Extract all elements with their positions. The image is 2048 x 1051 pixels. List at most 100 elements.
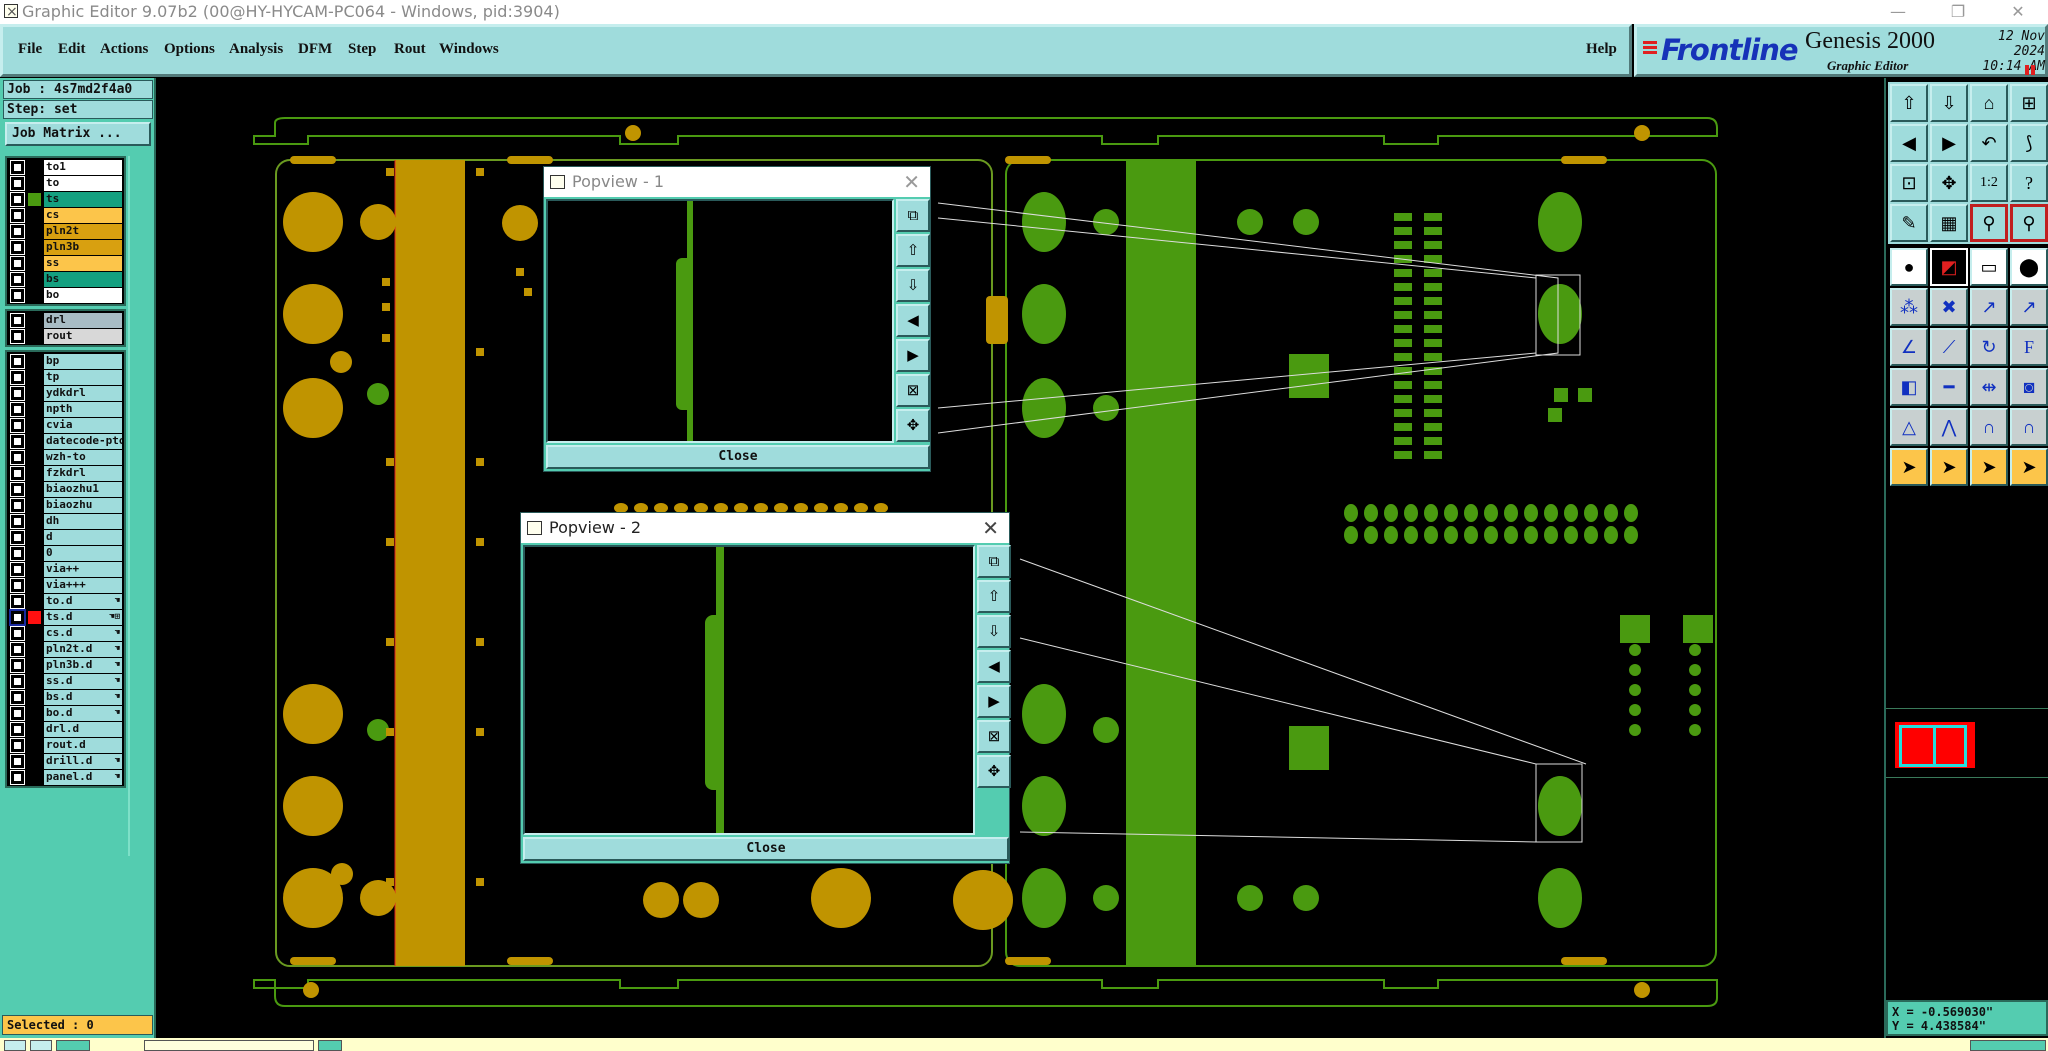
layer-display-swatch[interactable] — [28, 313, 41, 327]
layer-name[interactable]: drill.d☚ — [44, 753, 122, 769]
layer-display-swatch[interactable] — [28, 594, 41, 608]
layer-name[interactable]: pln3b.d☚ — [44, 657, 122, 673]
layer-display-swatch[interactable] — [28, 482, 41, 496]
menu-rout[interactable]: Rout — [394, 41, 426, 57]
layer-name[interactable]: via+++ — [44, 577, 122, 593]
menu-actions[interactable]: Actions — [100, 41, 149, 57]
layer-row[interactable]: bs — [7, 271, 124, 287]
layer-name[interactable]: npth — [44, 401, 122, 417]
popview-pan-right-button[interactable]: ▶ — [896, 339, 930, 372]
popview-zoom-center-button[interactable]: ✥ — [977, 755, 1011, 788]
layer-affected-checkbox[interactable] — [10, 191, 25, 207]
layer-row[interactable]: pln2t.d☚ — [7, 641, 124, 657]
popview-zoom-up-button[interactable]: ⇧ — [977, 580, 1011, 613]
pcb-drawing[interactable] — [158, 78, 1884, 1038]
layer-display-swatch[interactable] — [28, 690, 41, 704]
close-button[interactable]: ✕ — [2011, 2, 2025, 21]
popview-swap-view-button[interactable]: ⧉ — [977, 545, 1011, 578]
popview-zoom-down-button[interactable]: ⇩ — [977, 615, 1011, 648]
layer-row[interactable]: tp — [7, 369, 124, 385]
popview-2-canvas[interactable] — [523, 545, 975, 835]
grid-button[interactable]: ▦ — [1930, 204, 1968, 242]
layer-affected-checkbox[interactable] — [10, 465, 25, 481]
layer-name[interactable]: biaozhu1 — [44, 481, 122, 497]
menu-options[interactable]: Options — [164, 41, 215, 57]
layer-name[interactable]: rout.d — [44, 737, 122, 753]
arch-edit-button[interactable]: ∩ — [1970, 408, 2008, 446]
layer-name[interactable]: bo — [44, 287, 122, 303]
measure-box-button[interactable]: ◩ — [1930, 248, 1968, 286]
layer-name[interactable]: wzh-to — [44, 449, 122, 465]
layer-display-swatch[interactable] — [28, 738, 41, 752]
triangle-edit-2-button[interactable]: ⋀ — [1930, 408, 1968, 446]
layer-row[interactable]: to — [7, 175, 124, 191]
bottom-button-5[interactable] — [1970, 1040, 2046, 1051]
layer-row[interactable]: fzkdrl — [7, 465, 124, 481]
layer-display-swatch[interactable] — [28, 562, 41, 576]
layer-name[interactable]: cs — [44, 207, 122, 223]
layer-name[interactable]: panel.d☚ — [44, 769, 122, 785]
select-box-button[interactable]: ➤ — [1930, 448, 1968, 486]
layer-display-swatch[interactable] — [28, 530, 41, 544]
layer-affected-checkbox[interactable] — [10, 753, 25, 769]
layer-name[interactable]: biaozhu — [44, 497, 122, 513]
zoom-center-button[interactable]: ✥ — [1930, 164, 1968, 202]
layer-row[interactable]: wzh-to — [7, 449, 124, 465]
layer-display-swatch[interactable] — [28, 770, 41, 784]
layer-name[interactable]: ydkdrl — [44, 385, 122, 401]
layer-display-swatch[interactable] — [28, 546, 41, 560]
layer-row[interactable]: 0 — [7, 545, 124, 561]
select-net-button[interactable]: ➤ — [2010, 448, 2048, 486]
rotate-button[interactable]: ↻ — [1970, 328, 2008, 366]
layer-name[interactable]: d — [44, 529, 122, 545]
command-input[interactable] — [144, 1040, 314, 1051]
layer-affected-checkbox[interactable] — [10, 159, 25, 175]
layer-display-swatch[interactable] — [28, 288, 41, 302]
popview-1-close-button[interactable]: Close — [546, 445, 930, 469]
popview-pan-left-button[interactable]: ◀ — [977, 650, 1011, 683]
triangle-edit-button[interactable]: △ — [1890, 408, 1928, 446]
minimize-button[interactable]: — — [1890, 2, 1906, 21]
layer-affected-checkbox[interactable] — [10, 705, 25, 721]
layer-display-swatch[interactable] — [28, 192, 41, 206]
layer-row[interactable]: pln2t — [7, 223, 124, 239]
layer-row[interactable]: npth — [7, 401, 124, 417]
layer-affected-checkbox[interactable] — [10, 353, 25, 369]
layer-display-swatch[interactable] — [28, 674, 41, 688]
bottom-button-2[interactable] — [30, 1040, 52, 1051]
layer-affected-checkbox[interactable] — [10, 417, 25, 433]
layer-affected-checkbox[interactable] — [10, 657, 25, 673]
layer-display-swatch[interactable] — [28, 466, 41, 480]
layer-display-swatch[interactable] — [28, 450, 41, 464]
popview-zoom-fit-button[interactable]: ⊠ — [896, 374, 930, 407]
layer-name[interactable]: 0 — [44, 545, 122, 561]
layer-display-swatch[interactable] — [28, 386, 41, 400]
layer-affected-checkbox[interactable] — [10, 593, 25, 609]
zoom-down-button[interactable]: ⇩ — [1930, 84, 1968, 122]
layer-display-swatch[interactable] — [28, 402, 41, 416]
layer-display-swatch[interactable] — [28, 658, 41, 672]
layer-display-swatch[interactable] — [28, 160, 41, 174]
line-arrow-button[interactable]: ⟋ — [1930, 328, 1968, 366]
popview-2-close-button[interactable]: Close — [523, 837, 1009, 861]
graphic-canvas[interactable] — [158, 78, 1884, 1038]
layer-affected-checkbox[interactable] — [10, 561, 25, 577]
layer-row[interactable]: bp — [7, 353, 124, 369]
layer-display-swatch[interactable] — [28, 434, 41, 448]
copper-shapes-button[interactable]: ◙ — [2010, 368, 2048, 406]
layer-affected-checkbox[interactable] — [10, 255, 25, 271]
layer-row[interactable]: pln3b.d☚ — [7, 657, 124, 673]
popview-1-canvas[interactable] — [546, 199, 894, 443]
layer-affected-checkbox[interactable] — [10, 312, 25, 328]
popview-zoom-down-button[interactable]: ⇩ — [896, 269, 930, 302]
move-pad-button[interactable]: ↗ — [1970, 288, 2008, 326]
layer-name[interactable]: bs.d☚ — [44, 689, 122, 705]
popview-zoom-center-button[interactable]: ✥ — [896, 409, 930, 442]
layer-affected-checkbox[interactable] — [10, 481, 25, 497]
layer-row[interactable]: cvia — [7, 417, 124, 433]
layer-name[interactable]: via++ — [44, 561, 122, 577]
popview-pan-left-button[interactable]: ◀ — [896, 304, 930, 337]
pad-move-button[interactable]: ◧ — [1890, 368, 1928, 406]
layer-row[interactable]: drl — [7, 312, 124, 328]
layer-display-swatch[interactable] — [28, 578, 41, 592]
